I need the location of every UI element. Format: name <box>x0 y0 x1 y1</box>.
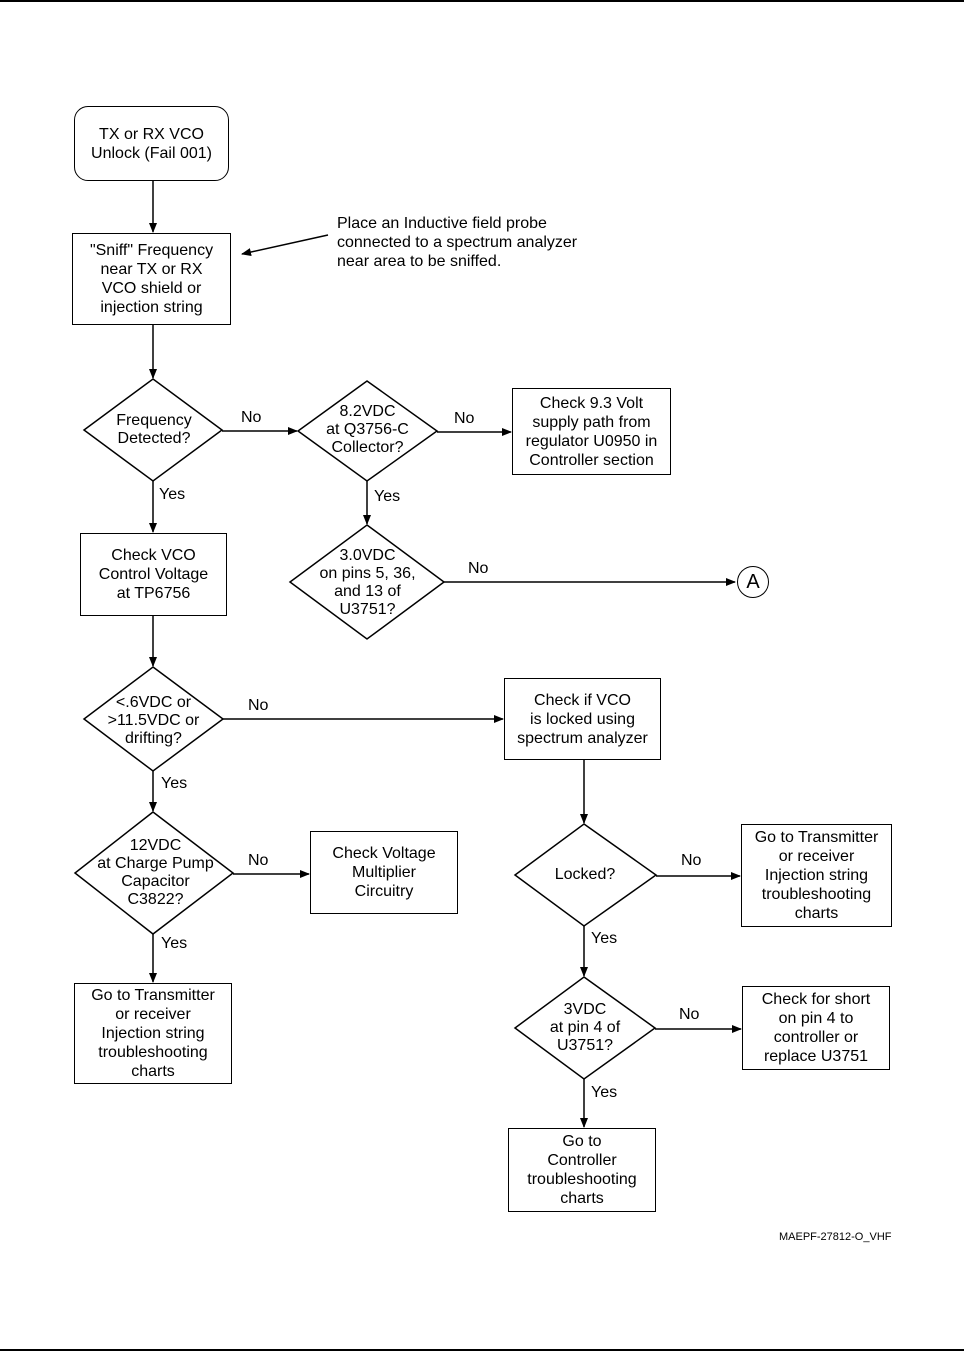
diamond-3-0vdc <box>288 524 446 640</box>
label-yes-v12: Yes <box>161 935 188 952</box>
label-yes-drift: Yes <box>161 775 188 792</box>
figure-code: MAEPF-27812-O_VHF <box>779 1231 892 1243</box>
label-yes-v82: Yes <box>374 488 401 505</box>
label-no-v82: No <box>454 410 475 427</box>
connector-a: A <box>737 566 769 598</box>
start-box: TX or RX VCO Unlock (Fail 001) <box>74 106 229 181</box>
label-no-locked: No <box>681 852 702 869</box>
label-no-v30: No <box>468 560 489 577</box>
label-no-v12: No <box>248 852 269 869</box>
v3-pin4-text: 3VDC at pin 4 of U3751? <box>549 1001 621 1054</box>
bottom-rule <box>0 1349 964 1351</box>
frequency-detected-text: Frequency Detected? <box>116 412 192 447</box>
label-yes-freq: Yes <box>159 486 186 503</box>
label-no-drift: No <box>248 697 269 714</box>
label-yes-pin4: Yes <box>591 1084 618 1101</box>
label-yes-locked: Yes <box>591 930 618 947</box>
check-9-3-volt-box: Check 9.3 Volt supply path from regulato… <box>512 388 671 475</box>
drifting-text: <.6VDC or >11.5VDC or drifting? <box>107 694 200 747</box>
probe-note: Place an Inductive field probe connected… <box>337 215 578 270</box>
label-no-freq: No <box>241 409 262 426</box>
top-rule <box>0 0 964 2</box>
check-short-box: Check for short on pin 4 to controller o… <box>742 986 890 1070</box>
check-voltage-multiplier-box: Check Voltage Multiplier Circuitry <box>310 831 458 914</box>
v82-text: 8.2VDC at Q3756-C Collector? <box>326 403 409 456</box>
check-locked-spectrum-box: Check if VCO is locked using spectrum an… <box>504 678 661 760</box>
label-no-pin4: No <box>679 1006 700 1023</box>
sniff-box: "Sniff" Frequency near TX or RX VCO shie… <box>72 233 231 325</box>
goto-transmitter-left-box: Go to Transmitter or receiver Injection … <box>74 983 232 1084</box>
goto-transmitter-right-box: Go to Transmitter or receiver Injection … <box>741 824 892 927</box>
v30-text: 3.0VDC on pins 5, 36, and 13 of U3751? <box>319 547 416 618</box>
locked-text: Locked? <box>554 866 616 883</box>
v12-text: 12VDC at Charge Pump Capacitor C3822? <box>97 837 214 908</box>
goto-controller-box: Go to Controller troubleshooting charts <box>508 1128 656 1212</box>
check-vco-control-box: Check VCO Control Voltage at TP6756 <box>80 533 227 616</box>
arrow-note-pointer <box>241 234 329 256</box>
